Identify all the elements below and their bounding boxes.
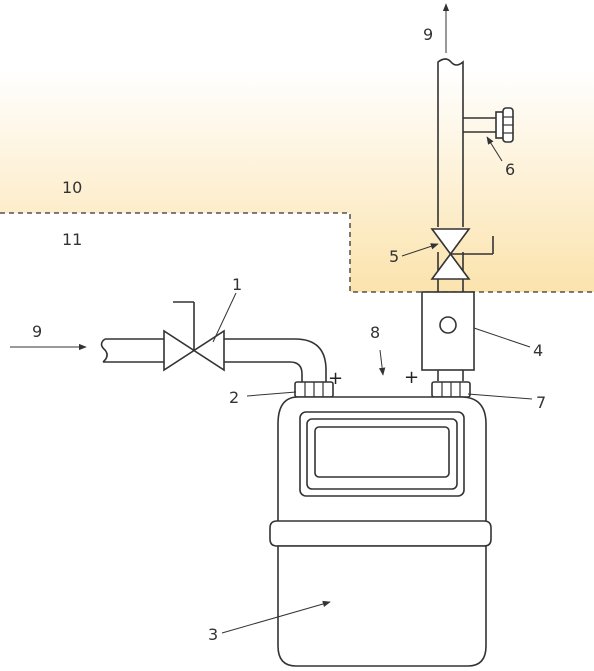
upper-valve: [430, 228, 494, 280]
leader-6: [486, 136, 503, 162]
label-10: 10: [62, 178, 82, 197]
label-4: 4: [533, 341, 543, 360]
label-9-top: 9: [423, 25, 433, 44]
label-2: 2: [229, 388, 239, 407]
leader-1: [212, 292, 237, 343]
plus-sign-left: +: [328, 368, 343, 389]
leader-3: [221, 600, 331, 634]
label-9-left: 9: [32, 322, 42, 341]
label-5: 5: [389, 247, 399, 266]
inlet-valve: [163, 301, 225, 372]
gas-meter: [269, 396, 492, 667]
regulator-box: [421, 291, 475, 381]
leader-7: [467, 393, 533, 400]
label-1: 1: [232, 275, 242, 294]
leader-2: [246, 391, 297, 397]
label-3: 3: [208, 625, 218, 644]
side-plug: [463, 107, 514, 143]
label-7: 7: [536, 393, 546, 412]
inlet-pipe: [100, 338, 327, 383]
label-6: 6: [505, 160, 515, 179]
connector-right: [431, 381, 471, 398]
plus-sign-right: +: [404, 367, 419, 388]
upper-zone-fill: [0, 70, 594, 292]
label-8: 8: [370, 323, 380, 342]
leader-5: [401, 243, 439, 257]
label-11: 11: [62, 230, 82, 249]
leader-8: [378, 349, 386, 376]
leader-4: [473, 327, 531, 348]
